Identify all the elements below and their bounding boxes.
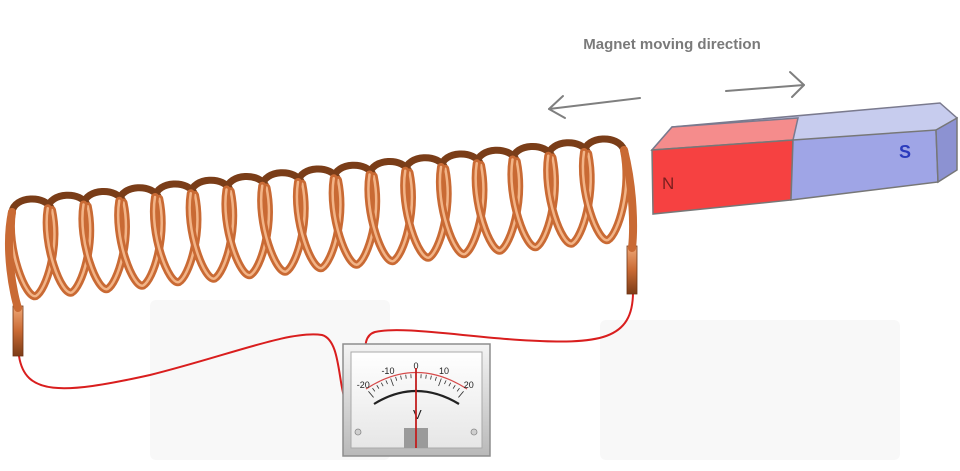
coil-turn-highlight xyxy=(45,205,92,294)
coil-terminal-right xyxy=(626,245,638,295)
scale-label: -20 xyxy=(357,380,370,390)
voltmeter-screw-left xyxy=(354,428,362,436)
scale-tick xyxy=(448,382,452,387)
scale-tick xyxy=(385,380,388,385)
coil-turn-highlight xyxy=(367,171,414,263)
voltmeter-unit-label: V xyxy=(413,407,422,422)
scale-tick xyxy=(425,374,427,379)
coil-turn-back xyxy=(580,135,628,156)
coil-turn-highlight xyxy=(188,190,235,280)
scale-tick xyxy=(458,391,464,398)
scale-tick xyxy=(372,387,376,392)
scale-tick xyxy=(400,375,402,380)
scale-tick xyxy=(390,378,394,387)
scale-label: 0 xyxy=(413,361,418,371)
scale-tick xyxy=(452,385,456,389)
background-ghost xyxy=(150,300,900,460)
voltmeter-scale-labels: -20 -10 0 10 20 xyxy=(357,361,474,390)
coil-turn-highlight xyxy=(474,160,521,252)
coil-turn-highlight xyxy=(510,156,557,249)
scale-tick xyxy=(376,385,380,389)
scale-tick xyxy=(395,376,398,381)
lead-wire-left xyxy=(18,333,346,401)
magnet-south-pole xyxy=(790,129,939,201)
scale-tick xyxy=(456,387,460,392)
north-pole-label: N xyxy=(662,174,674,193)
coil-turn-highlight xyxy=(581,148,628,242)
scale-tick xyxy=(438,378,442,387)
lead-wires xyxy=(18,291,634,401)
scale-label: -10 xyxy=(381,366,394,376)
coil-turn-highlight xyxy=(259,182,306,273)
coil-turn-highlight xyxy=(152,193,199,284)
scale-tick xyxy=(368,391,374,398)
coil-turn-highlight xyxy=(402,167,449,259)
voltmeter-screw-right xyxy=(470,428,478,436)
coil-turn-highlight xyxy=(438,163,485,256)
south-pole-label: S xyxy=(899,142,911,162)
coil-turn-highlight xyxy=(81,201,128,291)
lead-wire-right xyxy=(364,291,634,361)
scale-tick xyxy=(405,374,407,379)
coil-turn-highlight xyxy=(224,186,271,277)
scale-tick xyxy=(444,380,447,385)
coil-turn-highlight xyxy=(295,178,342,270)
arrow-left-icon xyxy=(548,95,641,119)
coil-front xyxy=(5,146,638,312)
coil-back xyxy=(8,135,628,216)
bar-magnet: N S xyxy=(650,102,959,215)
scale-label: 10 xyxy=(439,366,449,376)
voltmeter: -20 -10 0 10 20 V xyxy=(342,343,491,457)
arrow-right-icon xyxy=(725,71,805,98)
coil-end-left xyxy=(5,208,22,312)
magnet-end-face xyxy=(935,116,958,184)
scale-tick xyxy=(430,375,432,380)
scale-tick xyxy=(434,376,437,381)
coil-turn-highlight xyxy=(116,197,163,287)
coil-turn-highlight xyxy=(545,152,592,245)
magnet-direction-label: Magnet moving direction xyxy=(583,36,761,53)
coil-terminal-left xyxy=(12,305,24,357)
scale-tick xyxy=(380,382,384,387)
scale-label: 20 xyxy=(464,380,474,390)
coil-turn-highlight xyxy=(331,175,378,266)
coil-end-right xyxy=(620,146,638,252)
